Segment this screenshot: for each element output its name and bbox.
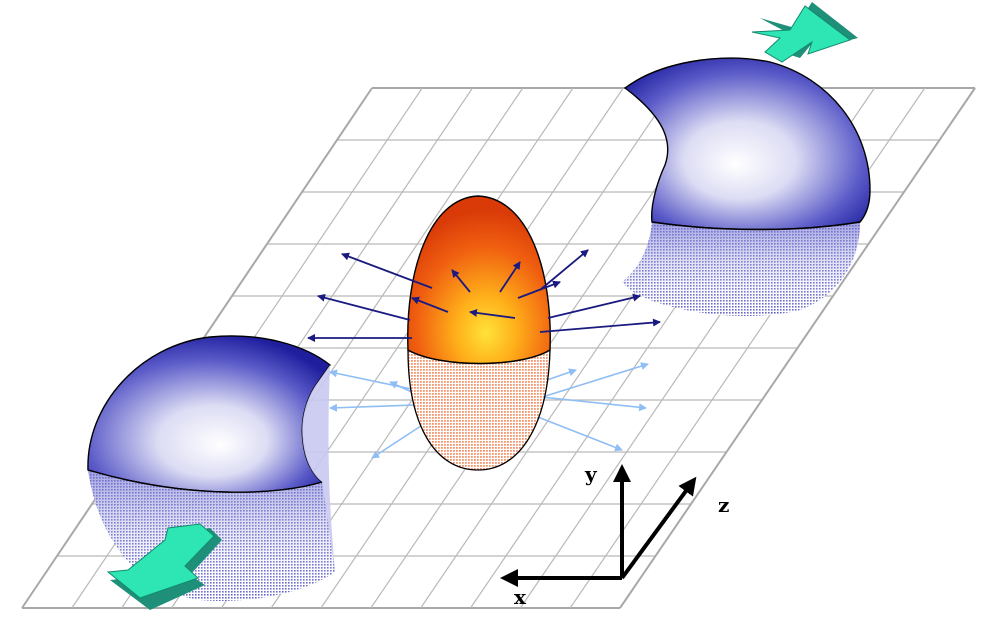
z-axis-label: z	[718, 493, 729, 517]
arrow-down-left-icon	[106, 523, 222, 610]
emission-arrow	[317, 293, 411, 321]
emission-arrow	[539, 318, 661, 333]
grid-diagonal-line	[619, 87, 976, 609]
emission-arrow	[499, 261, 521, 293]
central-fireball	[407, 195, 551, 471]
emission-arrow	[411, 296, 449, 313]
emission-arrow	[451, 269, 471, 293]
emission-arrow	[341, 252, 433, 289]
left-nucleus-sphere	[87, 335, 335, 601]
emission-arrow	[539, 249, 589, 291]
right-nucleus-sphere	[622, 57, 871, 316]
emission-arrow	[517, 280, 561, 299]
x-axis-label: x	[514, 585, 527, 609]
emission-arrow	[469, 308, 516, 319]
arrow-up-right-icon	[751, 2, 858, 63]
emission-arrow	[547, 293, 641, 319]
y-axis-label: y	[584, 462, 598, 486]
coordinate-axes: y x z	[500, 462, 729, 609]
upper-emission-arrows	[307, 249, 661, 342]
